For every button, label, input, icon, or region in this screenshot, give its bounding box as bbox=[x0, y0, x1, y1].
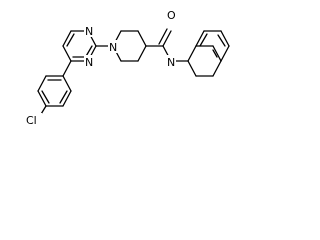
double-bond bbox=[41, 90, 50, 104]
bond bbox=[195, 30, 205, 47]
atom-label-n-piperidine: N bbox=[108, 40, 118, 54]
bond-carbonyl-double bbox=[158, 28, 168, 45]
pyrimidine-n-upper-label: N bbox=[85, 25, 93, 38]
double-bond bbox=[199, 33, 208, 47]
piperidine-n-label: N bbox=[109, 41, 117, 54]
atom-label-cl: Cl bbox=[24, 113, 42, 127]
molecule-structure-diagram: Cl N N N O N bbox=[24, 8, 230, 127]
bond-carbonyl-double bbox=[162, 30, 172, 47]
pyrimidine-n-lower-label: N bbox=[85, 56, 93, 69]
bond bbox=[37, 75, 47, 92]
atom-label-n-pyrimidine-lower: N bbox=[84, 55, 94, 69]
bond bbox=[220, 45, 230, 62]
chlorophenyl-ring bbox=[37, 75, 72, 107]
double-bond bbox=[212, 49, 218, 58]
bond bbox=[187, 60, 197, 77]
bond-aryl-pyrimidine bbox=[62, 60, 72, 77]
atom-label-o-carbonyl: O bbox=[166, 8, 176, 22]
bond bbox=[37, 90, 47, 107]
double-bond bbox=[59, 90, 68, 104]
carbonyl-o-label: O bbox=[167, 9, 176, 22]
chlorine-label: Cl bbox=[26, 114, 37, 127]
bond bbox=[220, 30, 230, 47]
bond bbox=[62, 30, 72, 47]
bond bbox=[137, 30, 147, 47]
double-bond bbox=[217, 34, 226, 47]
isoquinoline-n-label: N bbox=[167, 56, 175, 69]
bond bbox=[212, 60, 222, 77]
double-bond bbox=[66, 33, 75, 47]
bond bbox=[212, 45, 222, 62]
atom-label-n-pyrimidine-upper: N bbox=[84, 24, 94, 38]
bond bbox=[62, 75, 72, 92]
bond bbox=[62, 90, 72, 107]
bond bbox=[187, 45, 197, 62]
atom-label-n-isoquinoline: N bbox=[166, 55, 176, 69]
tetrahydroisoquinoline-benzene-ring bbox=[195, 30, 230, 62]
bond bbox=[137, 45, 147, 62]
bond bbox=[62, 45, 72, 62]
